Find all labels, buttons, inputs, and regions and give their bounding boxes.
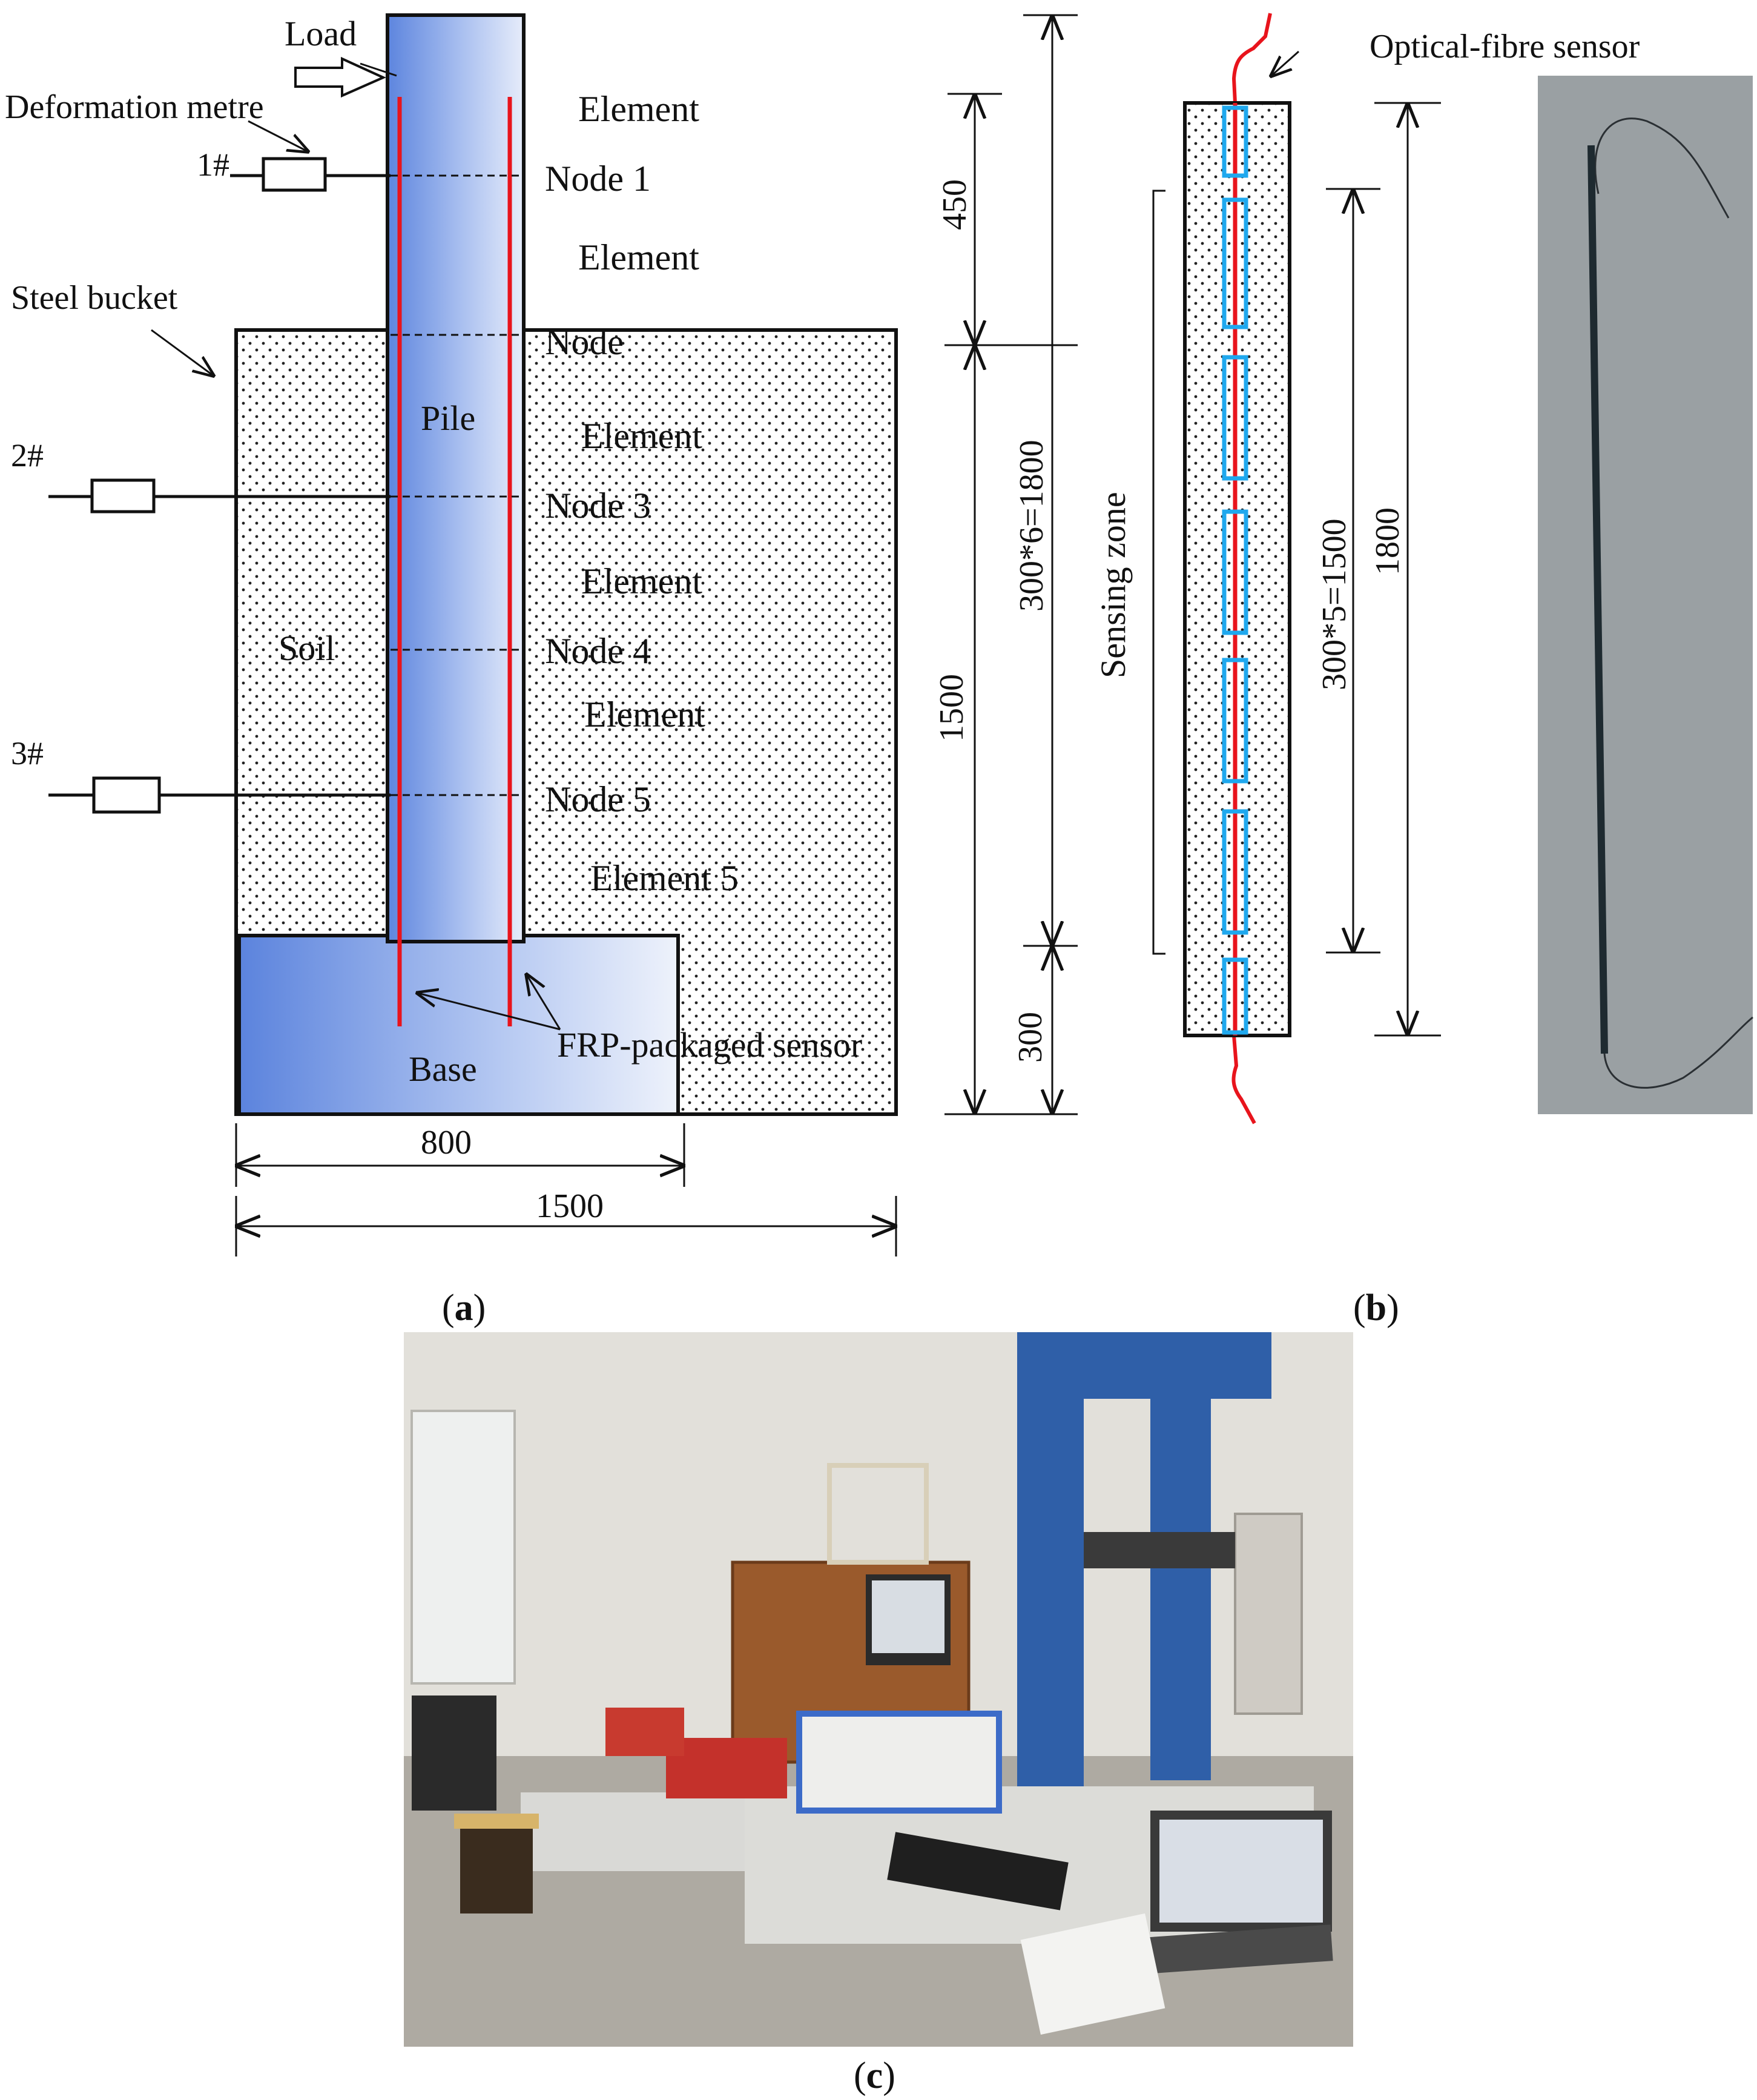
dim-b-1500-label: 300*5=1500 (1316, 518, 1353, 690)
actuator (1084, 1532, 1235, 1568)
fbg-gratings (1222, 105, 1248, 1035)
fibre-lead-bottom (1231, 1035, 1256, 1124)
paper-sheet (1020, 1913, 1165, 2035)
panel-b: Sensing zone 300*5=1500 1800 Optical-fib… (1093, 13, 1753, 1124)
load-leader (360, 62, 397, 77)
element-5a-label: Element (584, 695, 705, 735)
concrete-specimen (1234, 1513, 1303, 1715)
panel-a: Load Deformation metre 1# Steel bucket 2… (5, 13, 1078, 1256)
sensing-zone-bracket (1152, 190, 1165, 955)
node-2-label: Node (545, 322, 624, 362)
metre-1-box (262, 157, 327, 192)
fbg-grating (1222, 105, 1248, 178)
caption-b: (b) (1353, 1287, 1399, 1329)
metre-3-box (92, 776, 161, 814)
frp-sensor-label: FRP-packaged sensor (557, 1025, 862, 1065)
monitor-screen (872, 1580, 944, 1653)
dim-450-label: 450 (936, 179, 974, 230)
load-arrow (294, 56, 386, 98)
keyboard (887, 1832, 1069, 1910)
sensor-photo-background (1538, 76, 1753, 1114)
stool (460, 1817, 533, 1913)
lab-window (410, 1410, 516, 1685)
optical-fibre-leader (1271, 50, 1299, 76)
element-5-label: Element 5 (590, 858, 739, 898)
node-1-label: Node 1 (545, 159, 651, 199)
fibre-lead-top (1231, 13, 1272, 104)
element-4-label: Element (581, 561, 702, 601)
dim-800-label: 800 (421, 1124, 472, 1161)
red-instrument (666, 1738, 787, 1798)
fbg-grating (1222, 809, 1248, 935)
metre-1-label: 1# (197, 147, 229, 183)
laptop-base (1125, 1924, 1333, 1975)
element-3-label: Element (581, 416, 702, 456)
bucket-top-frame (827, 1463, 929, 1565)
dim-1800-label: 300*6=1800 (1013, 440, 1050, 612)
sensing-zone-label: Sensing zone (1093, 492, 1133, 678)
metre-leader (248, 120, 308, 151)
laptop-display (1159, 1820, 1323, 1923)
dim-1500h-label: 1500 (933, 674, 971, 742)
data-logger (796, 1711, 1002, 1814)
fbg-grating (1222, 957, 1248, 1035)
element-1-label: Element (578, 89, 699, 129)
load-label: Load (285, 14, 357, 53)
sensor-photo-fibre-wire (1594, 117, 1730, 219)
node-3-label: Node 3 (545, 486, 651, 526)
element-2-label: Element (578, 237, 699, 277)
dim-1500w-label: 1500 (536, 1187, 604, 1225)
deformation-metre-label: Deformation metre (5, 88, 264, 126)
pile-label: Pile (421, 398, 475, 438)
metre-3-label: 3# (11, 735, 44, 771)
blue-frame-beam (1017, 1332, 1271, 1399)
caption-c: (c) (854, 2055, 895, 2096)
frp-leader-right (527, 975, 561, 1030)
stool-top (454, 1814, 539, 1829)
dim-b-1800-label: 1800 (1369, 507, 1406, 575)
node-5-label: Node 5 (545, 779, 651, 819)
fbg-grating (1222, 509, 1248, 635)
fbg-grating (1222, 355, 1248, 481)
base-label: Base (409, 1049, 477, 1089)
red-instrument-2 (605, 1708, 684, 1756)
sensor-photo-rod (1587, 145, 1608, 1054)
metre-2-label: 2# (11, 437, 44, 474)
caption-a: (a) (442, 1287, 486, 1329)
soil-label: Soil (279, 629, 335, 668)
sensor-photo-fibre-tail (1603, 1016, 1753, 1089)
panel-c-photo (404, 1332, 1353, 2047)
bucket-leader (151, 329, 213, 375)
metre-2-box (90, 478, 156, 513)
fbg-grating (1222, 197, 1248, 329)
frp-leader-left (418, 993, 561, 1031)
desk-front (521, 1792, 775, 1871)
blue-frame-column-left (1017, 1332, 1084, 1792)
optical-fibre-label: Optical-fibre sensor (1370, 28, 1640, 65)
chair (412, 1696, 496, 1811)
dim-300-label: 300 (1012, 1012, 1049, 1063)
base-block (237, 934, 680, 1116)
steel-bucket-label: Steel bucket (11, 279, 178, 317)
pile-body (386, 13, 526, 943)
fbg-grating (1222, 658, 1248, 784)
node-4-label: Node 4 (545, 631, 651, 671)
sensor-photo (1538, 76, 1753, 1114)
